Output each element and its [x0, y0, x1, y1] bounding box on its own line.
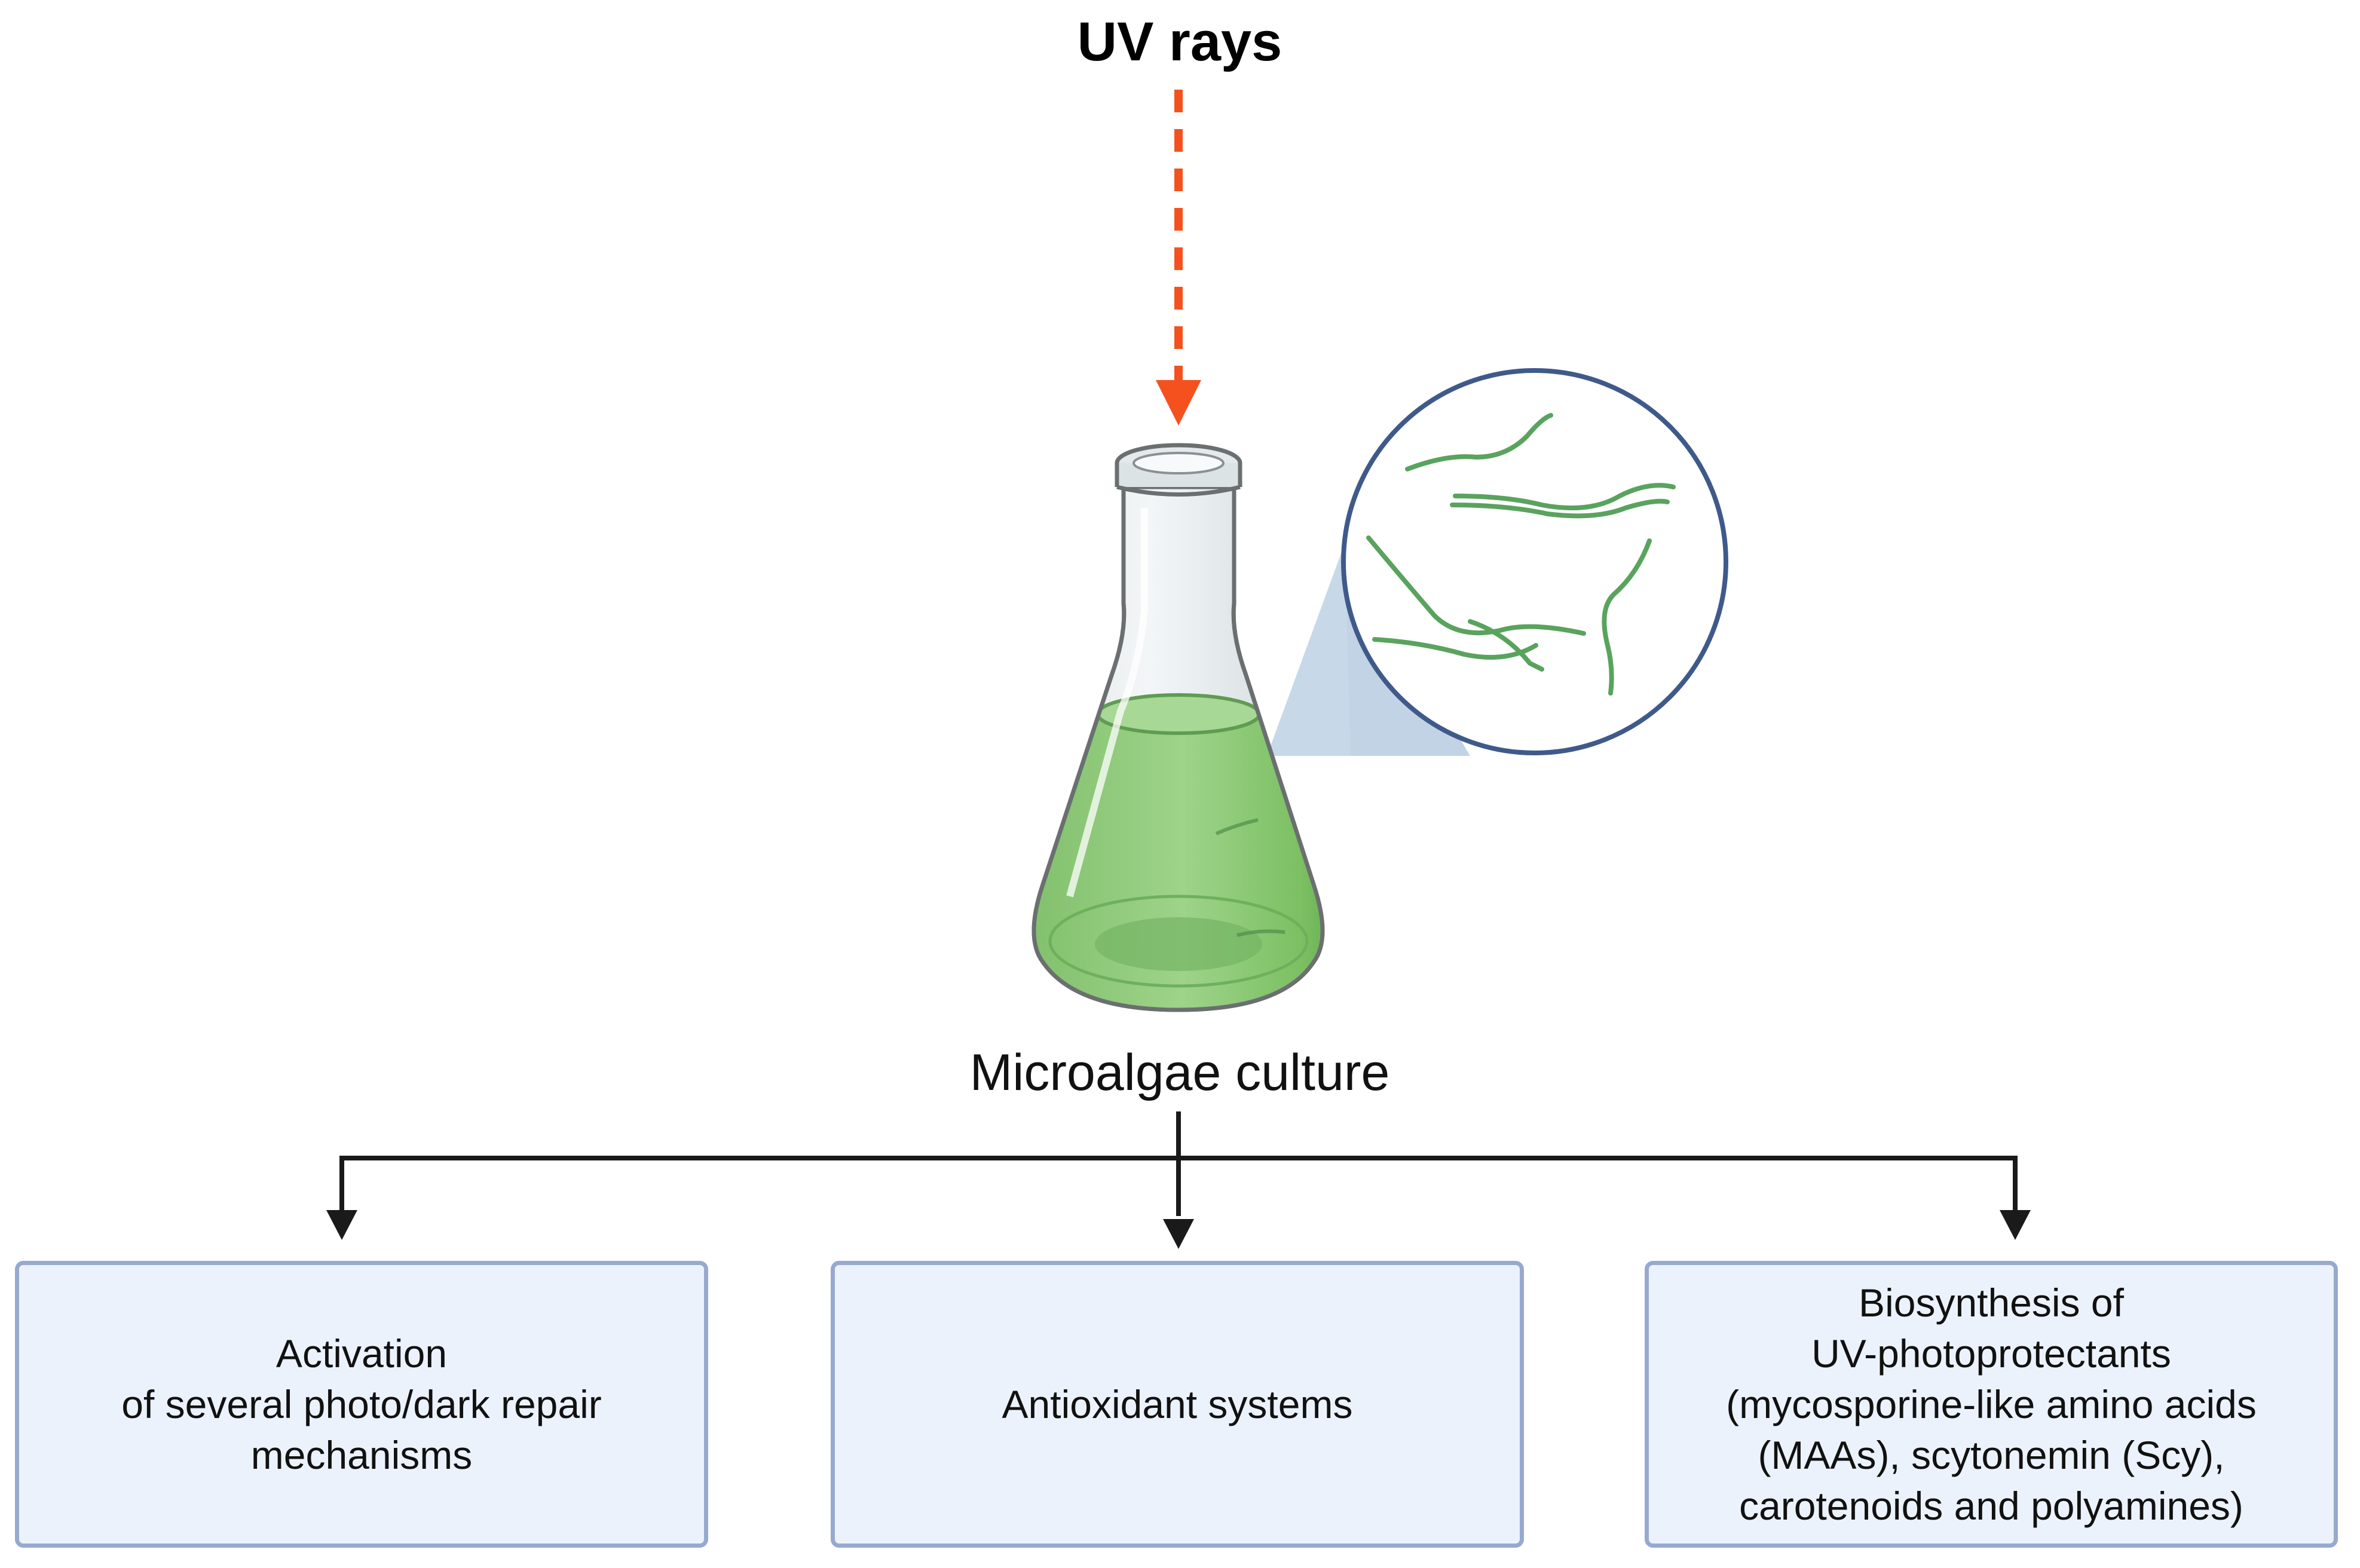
repair-mechanisms-text: Activation of several photo/dark repair …: [121, 1331, 602, 1477]
repair-mechanisms-box: Activation of several photo/dark repair …: [15, 1261, 708, 1548]
arrowhead-left: [326, 1210, 357, 1240]
arrowhead-right: [2000, 1210, 2031, 1240]
photoprotectants-box: Biosynthesis of UV-photoprotectants (myc…: [1645, 1261, 2338, 1548]
connector-lines: [339, 1111, 2018, 1216]
connector-arrowheads: [326, 1210, 2031, 1249]
magnified-view-circle: [1341, 368, 1728, 755]
microalgae-culture-label: Microalgae culture: [969, 1044, 1390, 1101]
photoprotectants-text: Biosynthesis of UV-photoprotectants (myc…: [1726, 1280, 2257, 1528]
antioxidant-systems-box: Antioxidant systems: [831, 1261, 1524, 1548]
uv-ray-arrow: [1156, 90, 1201, 425]
uv-rays-title: UV rays: [1077, 11, 1282, 72]
antioxidant-systems-text: Antioxidant systems: [1002, 1382, 1353, 1426]
filament-strands: [1366, 413, 1676, 696]
erlenmeyer-flask: [1031, 443, 1325, 1012]
arrowhead-middle: [1163, 1219, 1194, 1249]
